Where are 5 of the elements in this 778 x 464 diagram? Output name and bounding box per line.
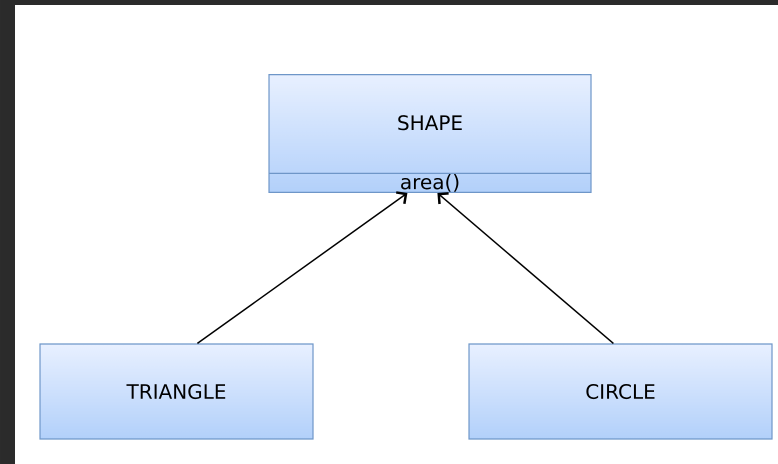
class-box: SHAPE area() (268, 74, 592, 193)
class-box: CIRCLE (468, 343, 773, 440)
arrow (196, 191, 408, 344)
arrow (437, 192, 614, 344)
class-box: TRIANGLE (39, 343, 314, 440)
